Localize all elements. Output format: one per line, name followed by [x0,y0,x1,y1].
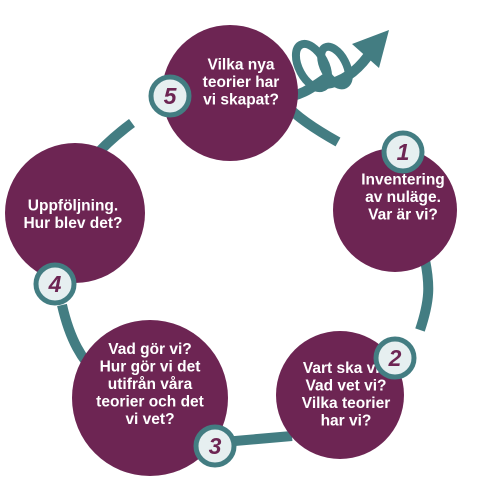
step-1-line: av nuläge. [365,189,441,206]
step-5-line: Vilka nya [208,57,275,74]
step-2-line: Vilka teorier [302,395,390,412]
step-4-circle [5,143,145,283]
step-4-line: Uppföljning. [28,197,118,214]
step-5-line: teorier har [203,74,280,91]
step-2-badge-circle [373,336,417,380]
step-5-badge: 5 [148,74,192,118]
step-3-line: utifrån våra [108,376,193,393]
step-3-badge-circle [193,424,237,468]
step-4: Uppföljning.Hur blev det? 4 [5,143,145,306]
step-1-badge: 1 [381,130,425,174]
step-1-circle [333,148,457,272]
step-2-line: Vart ska vi? [303,360,389,377]
step-5-circle [162,25,298,161]
step-2-circle [276,331,404,459]
step-4-line: Hur blev det? [23,215,122,232]
step-4-badge: 4 [33,262,77,306]
step-3-line: teorier och det [96,394,204,411]
step-2-number: 2 [388,345,402,371]
step-5-number: 5 [164,83,178,109]
step-3-number: 3 [209,433,222,459]
step-4-text: Uppföljning.Hur blev det? [23,197,122,232]
step-2-line: har vi? [321,412,372,429]
spiral-arrow-icon [273,30,389,103]
step-2-badge: 2 [373,336,417,380]
step-3-line: vi vet? [125,411,174,428]
step-1-line: Inventering [361,172,445,189]
step-4-badge-circle [33,262,77,306]
step-3-badge: 3 [193,424,237,468]
step-5-line: vi skapat? [203,92,279,109]
step-1-line: Var är vi? [368,207,438,224]
step-1-number: 1 [397,139,410,165]
step-3-circle [72,320,228,476]
step-2-line: Vad vet vi? [306,377,387,394]
step-3-line: Vad gör vi? [108,341,192,358]
step-1-badge-circle [381,130,425,174]
step-5-badge-circle [148,74,192,118]
step-3-line: Hur gör vi det [100,359,201,376]
step-4-number: 4 [48,271,62,297]
